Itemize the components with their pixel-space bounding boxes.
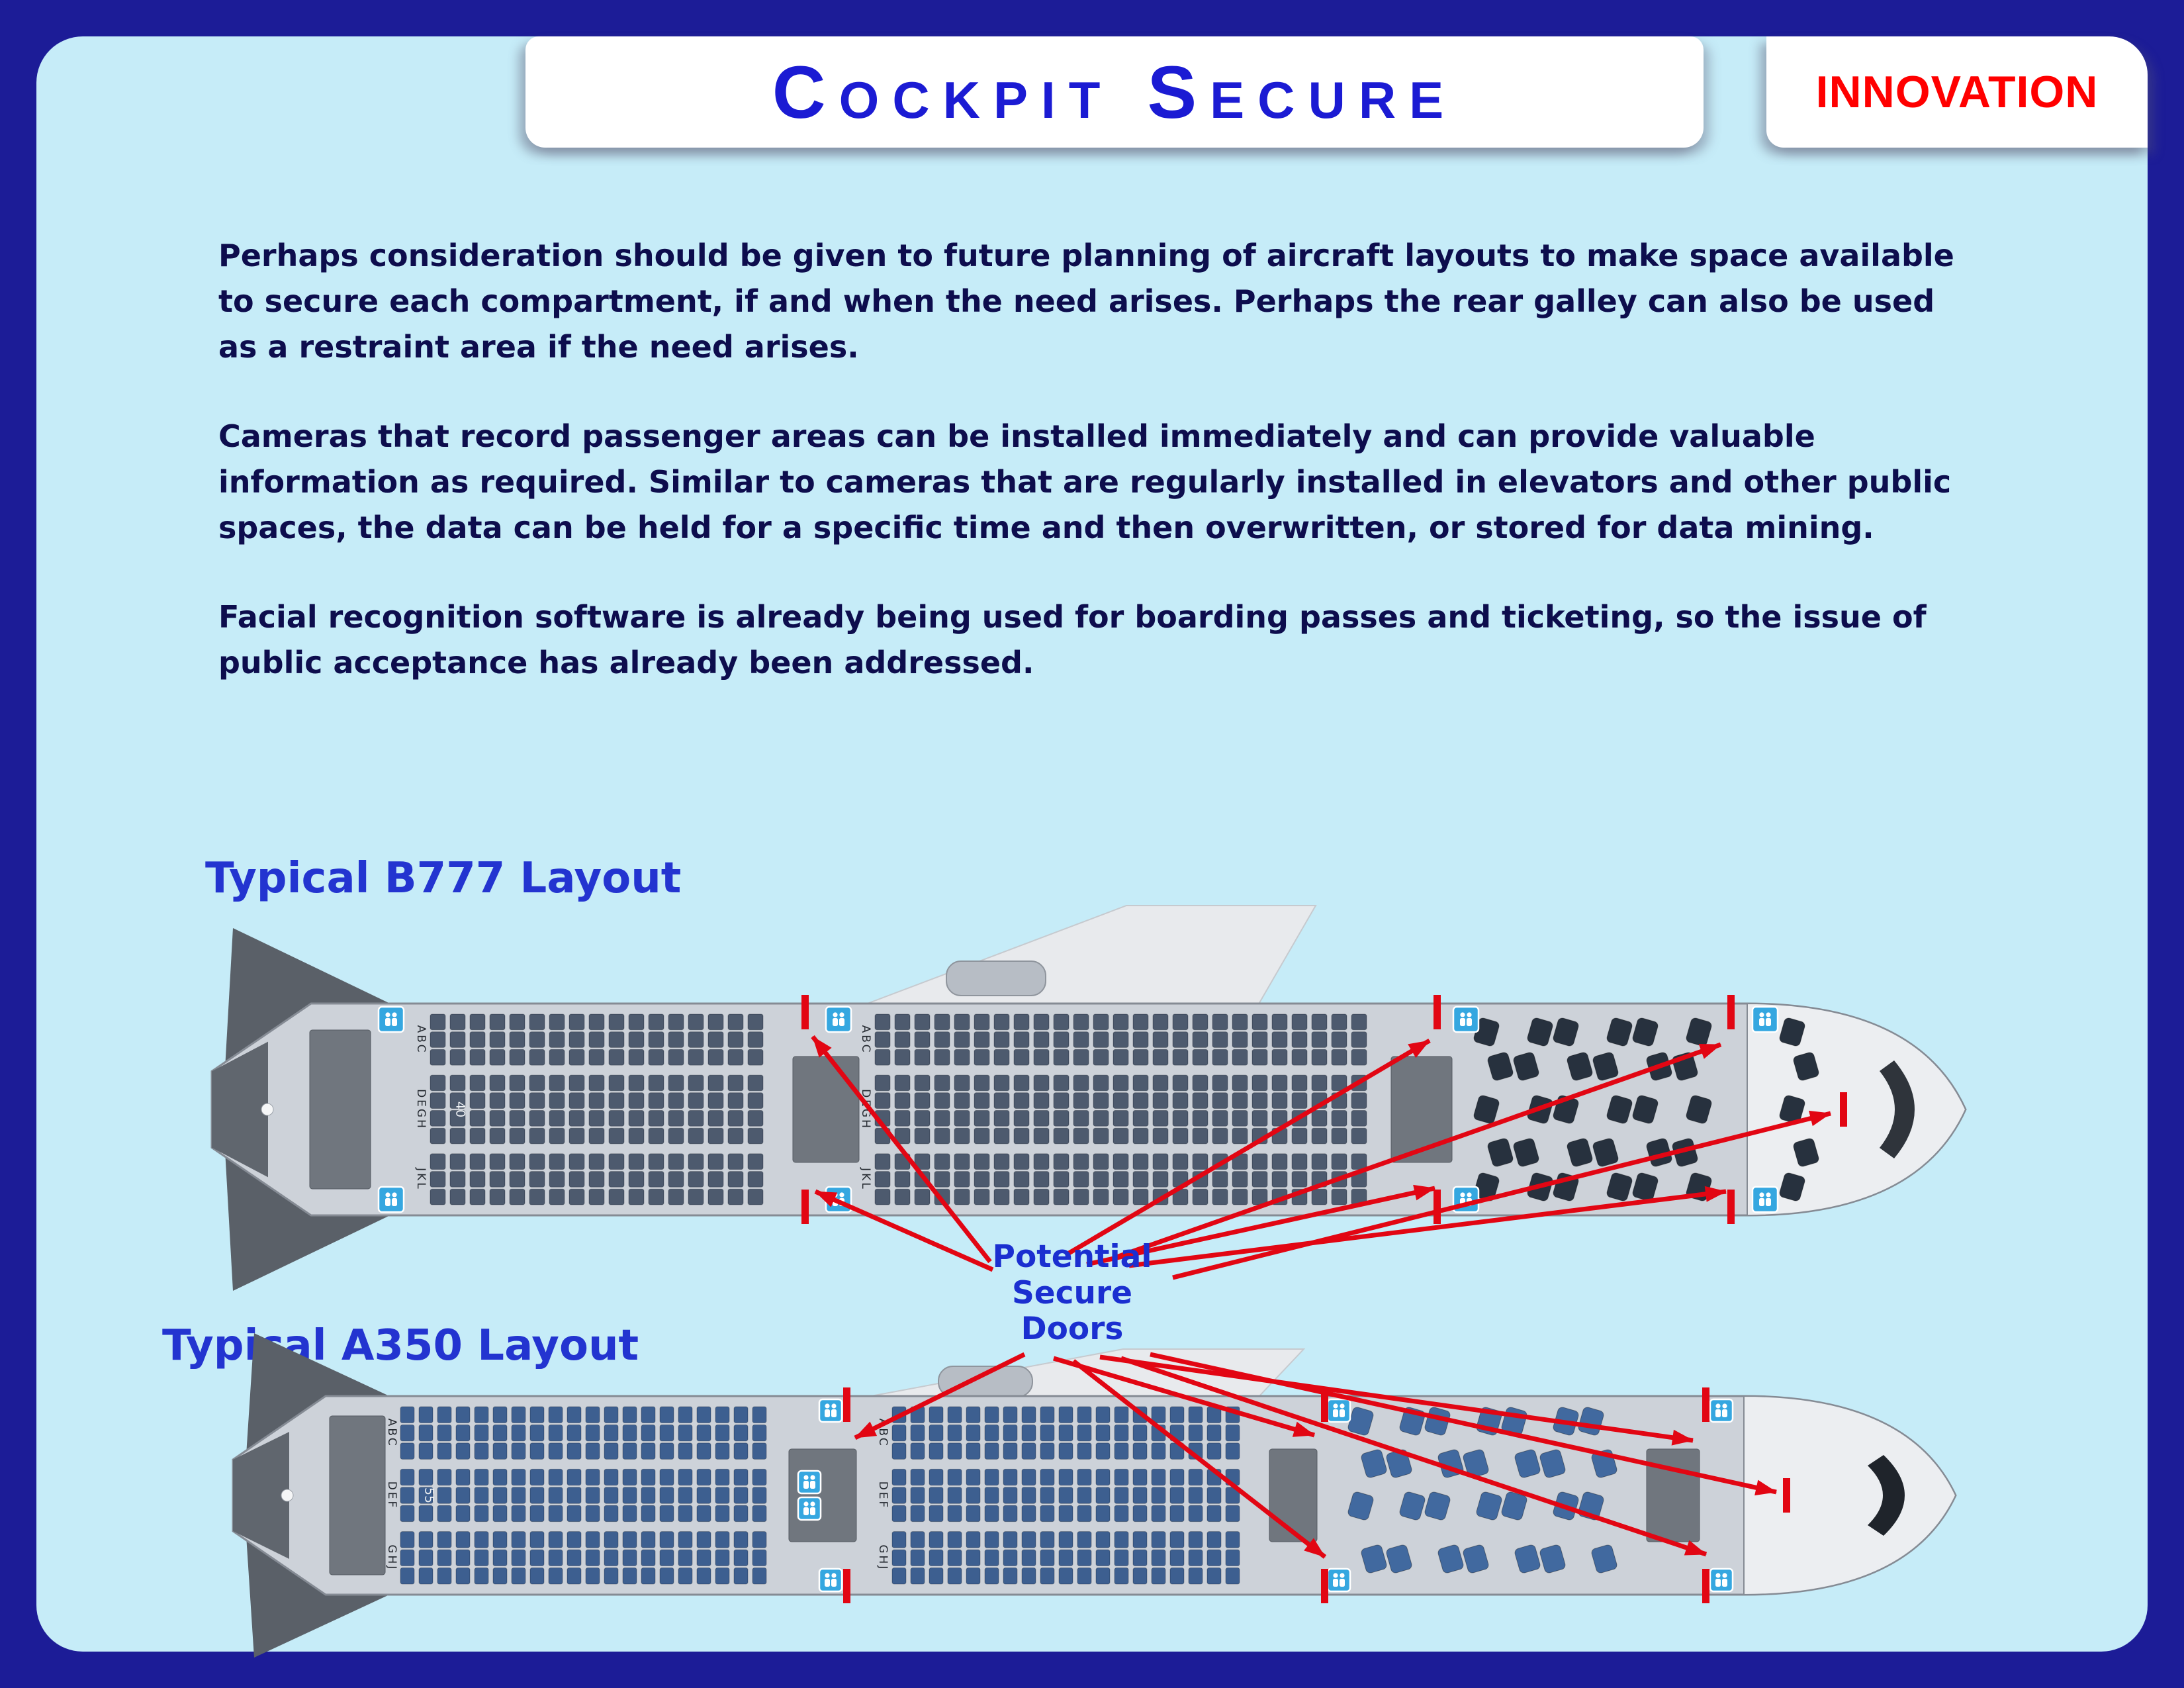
secure-door-marker — [801, 995, 809, 1029]
secure-door-marker — [801, 1190, 809, 1224]
lavatory-door-icon — [797, 1470, 822, 1495]
callout-line: Doors — [1021, 1311, 1124, 1348]
title-tab: Cockpit Secure — [525, 36, 1704, 148]
secure-door-marker — [1702, 1569, 1709, 1603]
secure-door-arrow — [1099, 1354, 1694, 1446]
lavatory-door-icon — [818, 1398, 843, 1423]
secure-door-arrow — [1071, 1359, 1327, 1559]
secure-door-arrow — [1120, 1356, 1707, 1557]
seat-letter-label: GHJ — [385, 1544, 398, 1571]
secure-door-marker — [1321, 1387, 1328, 1422]
seat-letter-label: ABC — [414, 1025, 428, 1055]
seat-letter-label: DEF — [876, 1481, 889, 1510]
row-number-label: 40 — [453, 1102, 468, 1117]
secure-door-marker — [1840, 1092, 1847, 1127]
secure-door-arrow — [811, 1035, 992, 1264]
tail-cone — [233, 1432, 289, 1559]
galley-monument — [788, 1448, 857, 1542]
seat-letter-label: ABC — [385, 1419, 398, 1448]
secure-door-arrow — [1086, 1184, 1435, 1267]
wing-shape — [860, 905, 1317, 1007]
galley-monument — [1390, 1056, 1453, 1163]
secure-door-arrow — [1113, 1042, 1722, 1260]
lavatory-door-icon — [1709, 1568, 1734, 1593]
lavatory-door-icon — [1709, 1398, 1734, 1423]
paragraph-2: Cameras that record passenger areas can … — [218, 418, 1952, 545]
engine-shape — [946, 961, 1046, 996]
secure-door-marker — [843, 1569, 850, 1603]
seat-letter-label: ABC — [859, 1025, 872, 1055]
secure-door-marker — [1702, 1387, 1709, 1422]
galley-monument — [792, 1056, 860, 1163]
apu-dot — [261, 1103, 274, 1116]
lavatory-door-icon — [1751, 1186, 1779, 1213]
body-text: Perhaps consideration should be given to… — [218, 233, 1966, 729]
lavatory-door-icon — [377, 1006, 405, 1033]
seat-letter-label: GHJ — [876, 1544, 889, 1571]
seat-letter-label: JKL — [414, 1167, 428, 1191]
lavatory-door-icon — [377, 1186, 405, 1213]
seat-letter-label: DEF — [385, 1481, 398, 1510]
secure-door-arrow — [1053, 1356, 1315, 1438]
b777-layout-label: Typical B777 Layout — [205, 854, 682, 903]
lavatory-door-icon — [818, 1568, 843, 1593]
galley-monument — [329, 1415, 386, 1575]
nose-cone — [1743, 1395, 1957, 1596]
row-number-label: 55 — [422, 1487, 437, 1503]
secure-door-arrow — [1172, 1110, 1831, 1280]
lavatory-door-icon — [825, 1006, 852, 1033]
tail-cone — [212, 1041, 268, 1178]
innovation-badge: INNOVATION — [1766, 36, 2148, 148]
page-title: Cockpit Secure — [772, 50, 1457, 134]
apu-dot — [281, 1489, 294, 1502]
a350-layout-label: Typical A350 Layout — [162, 1321, 639, 1370]
galley-monument — [1269, 1448, 1318, 1542]
paragraph-3: Facial recognition software is already b… — [218, 599, 1927, 680]
seat-letter-label: DEGH — [414, 1089, 428, 1130]
secure-door-marker — [1727, 1190, 1735, 1224]
seat-letter-label: JKL — [859, 1167, 872, 1191]
secure-door-arrow — [1128, 1186, 1727, 1268]
secure-doors-callout: Potential Secure Doors — [940, 1239, 1205, 1348]
cockpit-windshield — [1868, 1455, 1905, 1536]
secure-door-marker — [1727, 995, 1735, 1029]
secure-door-marker — [843, 1387, 850, 1422]
callout-line: Secure — [1011, 1274, 1133, 1311]
innovation-label: INNOVATION — [1815, 67, 2099, 117]
lavatory-door-icon — [1751, 1006, 1779, 1033]
secure-door-marker — [1783, 1478, 1790, 1513]
paragraph-1: Perhaps consideration should be given to… — [218, 238, 1954, 365]
galley-monument — [309, 1029, 371, 1190]
callout-line: Potential — [992, 1239, 1152, 1275]
secure-door-arrow — [1064, 1038, 1431, 1258]
lavatory-door-icon — [1326, 1568, 1351, 1593]
cockpit-windshield — [1880, 1060, 1915, 1158]
secure-door-marker — [1433, 995, 1441, 1029]
secure-door-marker — [1321, 1569, 1328, 1603]
secure-door-marker — [1433, 1190, 1441, 1224]
lavatory-door-icon — [797, 1496, 822, 1521]
secure-door-arrow — [1150, 1352, 1777, 1496]
secure-door-arrow — [814, 1189, 994, 1272]
lavatory-door-icon — [1326, 1398, 1351, 1423]
lavatory-door-icon — [1452, 1006, 1480, 1033]
secure-door-arrow — [854, 1352, 1026, 1440]
